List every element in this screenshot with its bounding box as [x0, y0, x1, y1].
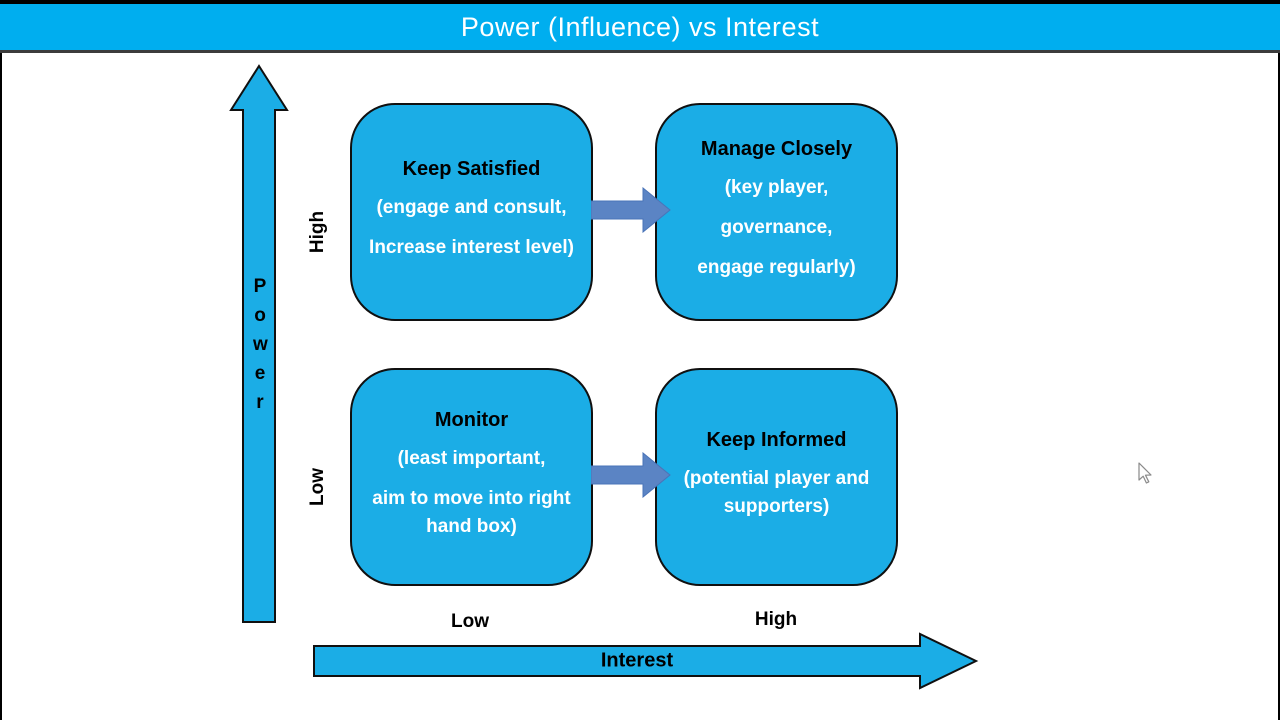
mouse-pointer-icon: [1138, 462, 1152, 484]
quadrant-line: Increase interest level): [369, 237, 574, 258]
power-axis-arrow-icon: [229, 64, 289, 623]
quadrant-keep-informed: Keep Informed (potential player and supp…: [655, 368, 898, 586]
quadrant-line: (engage and consult,: [376, 197, 567, 218]
quadrant-line: governance,: [720, 217, 833, 238]
x-axis-low-label: Low: [451, 611, 489, 632]
interest-axis-arrow-icon: [313, 632, 979, 690]
power-axis-label: Power: [253, 276, 268, 413]
x-axis-high-label: High: [754, 609, 798, 630]
slide-title: Power (Influence) vs Interest: [460, 11, 820, 42]
slide-header: Power (Influence) vs Interest: [0, 4, 1280, 53]
quadrant-line: (key player,: [724, 177, 829, 198]
quadrant-title: Monitor: [434, 409, 509, 431]
quadrant-line: engage regularly): [697, 257, 856, 278]
connector-arrow-bottom-icon: [591, 452, 671, 498]
quadrant-manage-closely: Manage Closely (key player, governance, …: [655, 103, 898, 321]
quadrant-line: aim to move into right hand box): [372, 488, 571, 537]
left-frame-edge: [0, 0, 2, 720]
right-frame-edge: [1278, 0, 1280, 720]
quadrant-line: (least important,: [397, 448, 546, 469]
quadrant-line: (potential player and supporters): [683, 468, 870, 517]
y-axis-low-label: Low: [307, 468, 328, 506]
top-letterbox-bar: [0, 0, 1280, 4]
quadrant-monitor: Monitor (least important, aim to move in…: [350, 368, 593, 586]
connector-arrow-top-icon: [591, 187, 671, 233]
quadrant-title: Keep Satisfied: [402, 158, 541, 180]
quadrant-title: Manage Closely: [700, 138, 853, 160]
interest-axis-label: Interest: [600, 649, 674, 672]
quadrant-keep-satisfied: Keep Satisfied (engage and consult, Incr…: [350, 103, 593, 321]
y-axis-high-label: High: [307, 210, 328, 254]
quadrant-title: Keep Informed: [706, 429, 847, 451]
